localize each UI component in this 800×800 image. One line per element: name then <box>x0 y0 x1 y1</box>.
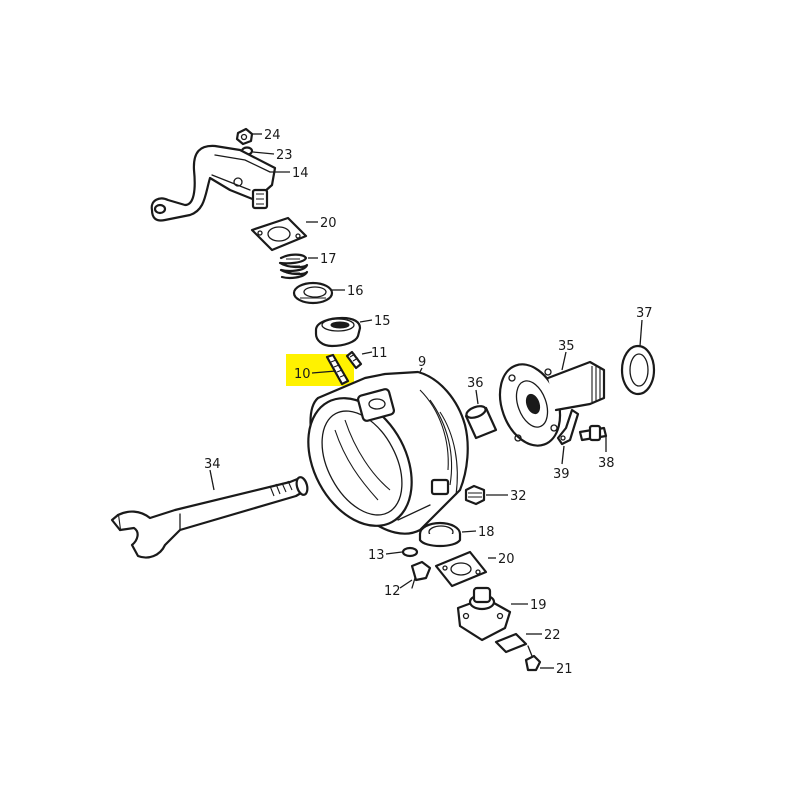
part-17-spring[interactable] <box>278 253 309 280</box>
callout-15: 15 <box>374 314 391 329</box>
part-15-bush[interactable] <box>314 316 362 348</box>
callout-21: 21 <box>556 662 573 677</box>
callout-37: 37 <box>636 306 653 321</box>
part-11-pin[interactable] <box>345 350 363 370</box>
callout-24: 24 <box>264 128 281 143</box>
callout-14: 14 <box>292 166 309 181</box>
callout-10: 10 <box>294 367 311 382</box>
part-20-gasket-lower[interactable] <box>434 550 488 588</box>
callout-22: 22 <box>544 628 561 643</box>
callout-17: 17 <box>320 252 337 267</box>
callout-12: 12 <box>384 584 401 599</box>
callout-labels: 24 23 14 20 17 16 15 10 11 9 36 35 37 34… <box>204 128 653 677</box>
part-19-lower-swivel[interactable] <box>456 586 512 642</box>
part-21-screw[interactable] <box>524 645 542 672</box>
part-37-seal[interactable] <box>620 344 656 396</box>
callout-35: 35 <box>558 339 575 354</box>
part-39-lock-tab[interactable] <box>556 408 580 446</box>
part-18-bush[interactable] <box>418 521 462 548</box>
part-32-plug[interactable] <box>464 484 486 506</box>
part-24-nut[interactable] <box>235 127 254 146</box>
part-38-bolt[interactable] <box>578 424 608 442</box>
callout-13: 13 <box>368 548 385 563</box>
callout-23: 23 <box>276 148 293 163</box>
part-20-gasket-upper[interactable] <box>250 216 308 252</box>
part-12-grease-nipple[interactable] <box>410 560 432 589</box>
callout-39: 39 <box>553 467 570 482</box>
part-22-shim[interactable] <box>494 632 528 654</box>
callout-19: 19 <box>530 598 547 613</box>
callout-32: 32 <box>510 489 527 504</box>
part-16-cap[interactable] <box>292 281 334 305</box>
part-35-stub-axle[interactable] <box>489 356 606 454</box>
part-10-pin[interactable] <box>325 353 350 386</box>
callout-36: 36 <box>467 376 484 391</box>
part-14-steering-arm[interactable] <box>150 144 277 222</box>
callout-9: 9 <box>418 355 426 370</box>
part-36-bush[interactable] <box>464 404 498 440</box>
part-13-washer[interactable] <box>401 546 419 558</box>
part-34-drive-shaft[interactable] <box>110 476 309 559</box>
part-9-housing[interactable] <box>287 370 469 544</box>
callout-11: 11 <box>371 346 388 361</box>
callout-16: 16 <box>347 284 364 299</box>
callout-34: 34 <box>204 457 221 472</box>
leader-lines <box>209 133 643 669</box>
callout-18: 18 <box>478 525 495 540</box>
callout-38: 38 <box>598 456 615 471</box>
callout-20-lower: 20 <box>498 552 515 567</box>
callout-20-upper: 20 <box>320 216 337 231</box>
